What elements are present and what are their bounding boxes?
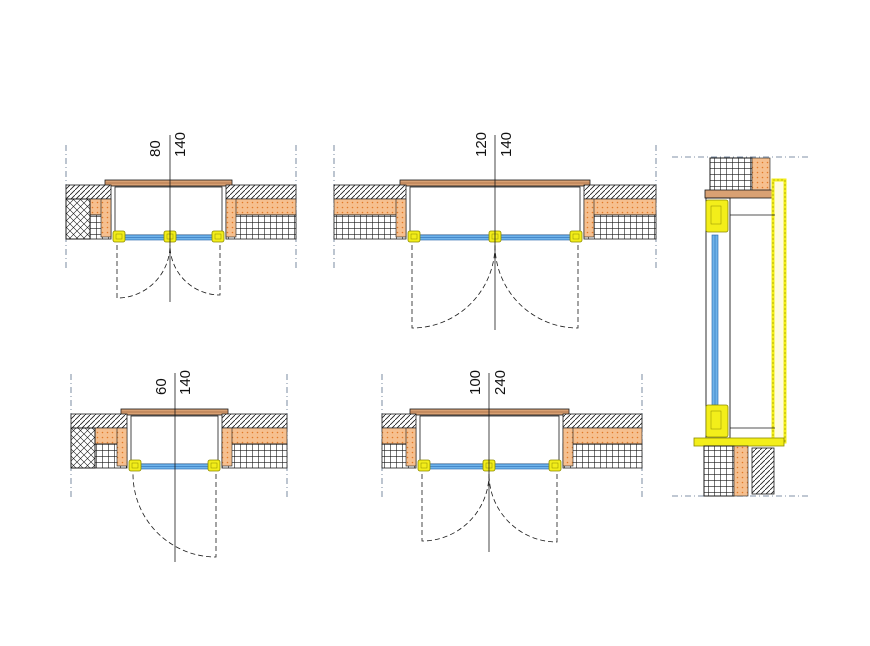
frame-profile-inner — [210, 462, 218, 469]
dimension-label-first: 60 — [153, 378, 170, 395]
cladding — [225, 184, 297, 200]
floor-cladding — [751, 447, 775, 495]
frame-profile-inner — [131, 462, 139, 469]
section-frame-profile — [705, 404, 729, 438]
reveal-insulation — [405, 427, 417, 467]
column-block — [70, 427, 96, 469]
frame-profile-inner — [214, 233, 222, 240]
section-frame-inner — [710, 410, 722, 430]
insulation — [562, 427, 643, 445]
blockwork — [562, 443, 643, 469]
floor-blockwork — [703, 445, 735, 497]
reveal-insulation — [221, 427, 233, 467]
reveal-insulation — [562, 427, 574, 467]
inner-panel — [771, 178, 787, 444]
reveal-insulation — [395, 198, 407, 238]
cladding — [381, 413, 417, 429]
insulation — [583, 198, 657, 216]
frame-profile — [417, 459, 431, 472]
frame-profile — [112, 230, 126, 243]
door-swing-right — [488, 473, 558, 543]
reveal-insulation — [225, 198, 237, 238]
frame-profile-inner — [410, 233, 418, 240]
blockwork — [221, 443, 288, 469]
detail-top-left: 80 140 — [65, 132, 297, 302]
dimension-label-second: 140 — [177, 370, 194, 395]
door-swing — [132, 473, 217, 558]
dimension-label-second: 140 — [498, 132, 515, 157]
door-swing-right — [494, 244, 579, 329]
head-insulation — [751, 157, 771, 195]
reveal-insulation — [100, 198, 112, 238]
floor-insulation — [733, 445, 749, 497]
frame-profile — [207, 459, 221, 472]
frame-profile — [569, 230, 583, 243]
blockwork — [333, 214, 407, 240]
dimension-label-second: 240 — [492, 370, 509, 395]
frame-profile — [548, 459, 562, 472]
section-frame-profile — [705, 199, 729, 233]
wall-right — [562, 413, 643, 469]
blockwork — [225, 214, 297, 240]
head-lintel — [704, 189, 776, 199]
door-swing-left — [421, 473, 490, 542]
detail-top-middle: 120 140 — [333, 132, 657, 330]
frame-profile — [407, 230, 421, 243]
dimension-label-second: 140 — [172, 132, 189, 157]
cladding — [221, 413, 288, 429]
section-frame-inner — [710, 205, 722, 225]
dimension-label-first: 120 — [473, 132, 490, 157]
frame-profile-inner — [572, 233, 580, 240]
opening-outline — [419, 415, 560, 465]
opening-outline — [114, 186, 223, 236]
cladding — [70, 413, 128, 429]
frame-profile-inner — [115, 233, 123, 240]
wall-left — [381, 413, 417, 469]
wall-right — [221, 413, 288, 469]
door-swing-right — [169, 244, 221, 296]
cladding — [65, 184, 112, 200]
insulation — [225, 198, 297, 216]
wall-left — [333, 184, 407, 240]
column-block — [65, 198, 91, 240]
frame-profile — [128, 459, 142, 472]
reveal-insulation — [116, 427, 128, 467]
wall-right — [583, 184, 657, 240]
cladding — [562, 413, 643, 429]
frame-profile-inner — [420, 462, 428, 469]
dimension-label-first: 100 — [467, 370, 484, 395]
detail-bottom-middle: 100 240 — [381, 370, 643, 552]
frame-profile-inner — [551, 462, 559, 469]
opening-outline — [130, 415, 219, 465]
wall-right — [225, 184, 297, 240]
door-swing-left — [411, 244, 496, 329]
cladding — [583, 184, 657, 200]
reveal-insulation — [583, 198, 595, 238]
cladding — [333, 184, 407, 200]
frame-profile — [211, 230, 225, 243]
door-swing-left — [116, 244, 171, 299]
blockwork — [583, 214, 657, 240]
vertical-section-right — [672, 156, 810, 497]
dimension-label-first: 80 — [147, 140, 164, 157]
detail-bottom-left: 60 140 — [70, 370, 288, 562]
head-blockwork — [709, 157, 753, 193]
sill-profile — [693, 437, 785, 447]
insulation — [333, 198, 407, 216]
